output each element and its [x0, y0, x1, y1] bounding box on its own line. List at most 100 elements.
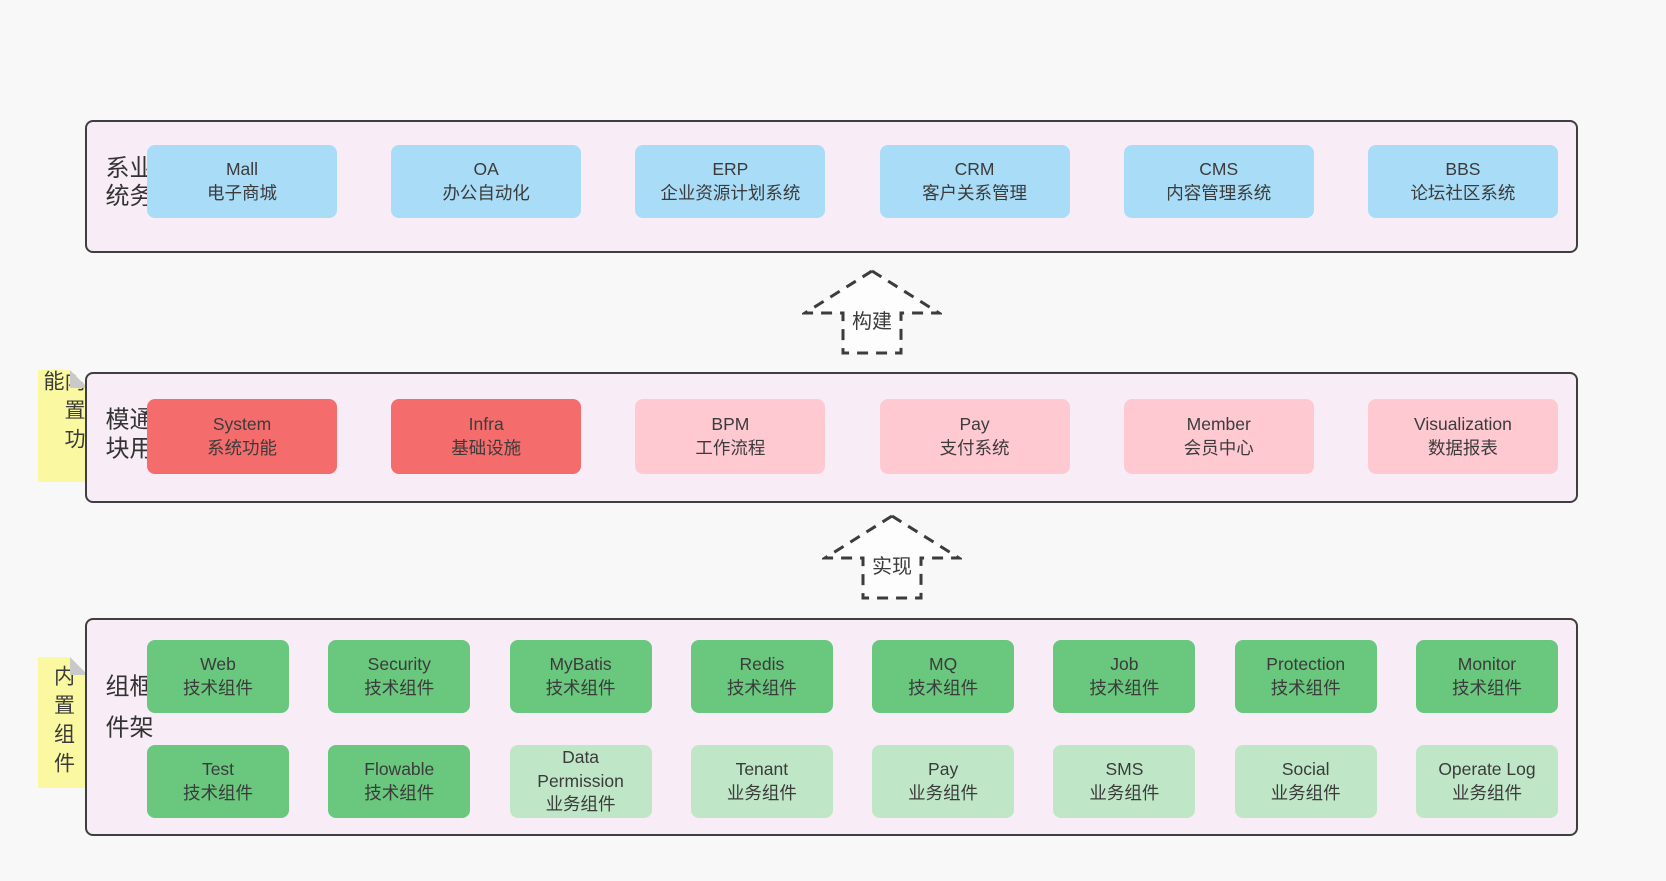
module-subtitle: 工作流程 — [695, 437, 766, 458]
module-box: Infra 基础设施 — [391, 399, 582, 474]
module-subtitle: 系统功能 — [207, 437, 277, 458]
module-subtitle: 业务组件 — [908, 782, 979, 803]
business-systems-row: Mall 电子商城 OA 办公自动化 ERP 企业资源计划系统 CRM 客户关系… — [147, 145, 1558, 218]
module-subtitle: 内容管理系统 — [1166, 182, 1272, 203]
module-name: Member — [1186, 413, 1251, 434]
module-name: Pay — [928, 758, 959, 779]
module-subtitle: 电子商城 — [207, 182, 277, 203]
module-subtitle: 技术组件 — [1089, 677, 1160, 698]
arrow-label: 实现 — [872, 555, 912, 578]
sticky-note-builtin-features: 内置功能 — [38, 370, 88, 482]
module-name: SMS — [1105, 758, 1144, 779]
module-name: Web — [200, 653, 236, 674]
module-box: MQ 技术组件 — [872, 640, 1015, 713]
module-name: Tenant — [735, 758, 789, 779]
module-name: ERP — [712, 158, 749, 179]
module-box: Web 技术组件 — [147, 640, 289, 713]
module-box: Protection 技术组件 — [1234, 640, 1377, 713]
panel-title-vertical: 业务系统 — [101, 154, 152, 211]
panel-title-vertical: 通用模块 — [101, 405, 152, 464]
arrow-label-bg — [846, 306, 898, 334]
module-subtitle: 论坛社区系统 — [1410, 182, 1516, 203]
module-box: Pay 支付系统 — [879, 399, 1070, 474]
module-box: Pay 业务组件 — [872, 745, 1015, 818]
implement-arrow: 实现 — [822, 514, 962, 600]
module-box: MyBatis 技术组件 — [509, 640, 652, 713]
module-subtitle: 业务组件 — [1451, 782, 1522, 803]
module-subtitle: 技术组件 — [183, 677, 253, 698]
module-name: Mall — [225, 158, 259, 179]
module-subtitle: 企业资源计划系统 — [660, 182, 801, 203]
module-subtitle: 基础设施 — [451, 437, 522, 458]
module-subtitle: 支付系统 — [939, 437, 1010, 458]
module-name: Operate Log — [1438, 758, 1536, 779]
arrow-label-bg — [866, 551, 918, 579]
module-name: BBS — [1445, 158, 1481, 179]
module-box: CMS 内容管理系统 — [1123, 145, 1314, 218]
module-name: Social — [1281, 758, 1330, 779]
module-subtitle: 办公自动化 — [442, 182, 530, 203]
module-box: Monitor 技术组件 — [1415, 640, 1558, 713]
module-box: ERP 企业资源计划系统 — [635, 145, 826, 218]
module-name: Flowable — [364, 758, 435, 779]
module-subtitle: 技术组件 — [364, 782, 435, 803]
module-box: Visualization 数据报表 — [1367, 399, 1558, 474]
module-subtitle: 技术组件 — [726, 677, 797, 698]
module-subtitle: 技术组件 — [545, 677, 616, 698]
module-box: BPM 工作流程 — [635, 399, 826, 474]
sticky-note-builtin-components: 内置组件 — [38, 657, 88, 788]
module-subtitle: 客户关系管理 — [922, 182, 1028, 203]
module-box: Redis 技术组件 — [690, 640, 833, 713]
framework-components-panel: 框架组件 Web 技术组件 Security 技术组件 MyBatis 技术组件… — [85, 618, 1578, 836]
module-name: Security — [367, 653, 431, 674]
business-systems-panel: 业务系统 Mall 电子商城 OA 办公自动化 ERP 企业资源计划系统 CRM… — [85, 120, 1578, 253]
module-box: Security 技术组件 — [328, 640, 471, 713]
module-subtitle: 技术组件 — [1451, 677, 1522, 698]
module-name: System — [212, 413, 272, 434]
module-box: Tenant 业务组件 — [690, 745, 833, 818]
common-modules-row: System 系统功能 Infra 基础设施 BPM 工作流程 Pay 支付系统… — [147, 399, 1558, 474]
module-subtitle: 数据报表 — [1427, 437, 1498, 458]
module-name: Monitor — [1457, 653, 1517, 674]
framework-components-row-1: Web 技术组件 Security 技术组件 MyBatis 技术组件 Redi… — [147, 640, 1558, 713]
module-name: Visualization — [1413, 413, 1512, 434]
sticky-note-label: 内置组件 — [51, 664, 75, 781]
module-name: Infra — [468, 413, 504, 434]
module-box: System 系统功能 — [147, 399, 337, 474]
module-subtitle: 业务组件 — [1270, 782, 1341, 803]
module-box: Operate Log 业务组件 — [1415, 745, 1558, 818]
build-arrow: 构建 — [802, 269, 942, 355]
module-box: Social 业务组件 — [1234, 745, 1377, 818]
module-box: Member 会员中心 — [1123, 399, 1314, 474]
arrow-label: 构建 — [852, 310, 892, 333]
module-name: MQ — [929, 653, 958, 674]
module-box: Mall 电子商城 — [147, 145, 337, 218]
module-name: CRM — [954, 158, 995, 179]
module-subtitle: 技术组件 — [1270, 677, 1341, 698]
module-box: SMS 业务组件 — [1053, 745, 1196, 818]
module-name: BPM — [711, 413, 750, 434]
module-name: Pay — [959, 413, 990, 434]
common-modules-panel: 通用模块 System 系统功能 Infra 基础设施 BPM 工作流程 Pay… — [85, 372, 1578, 503]
module-subtitle: 业务组件 — [1089, 782, 1160, 803]
module-box: Flowable 技术组件 — [328, 745, 471, 818]
module-name: OA — [473, 158, 499, 179]
module-name: CMS — [1199, 158, 1239, 179]
module-name: Test — [201, 758, 235, 779]
module-box: CRM 客户关系管理 — [879, 145, 1070, 218]
module-subtitle: 业务组件 — [726, 782, 797, 803]
panel-title-vertical: 框架组件 — [101, 673, 152, 756]
module-name: Job — [1110, 653, 1139, 674]
framework-components-row-2: Test 技术组件 Flowable 技术组件 Data Permission … — [147, 745, 1558, 818]
module-box: Job 技术组件 — [1053, 640, 1196, 713]
module-box: OA 办公自动化 — [391, 145, 582, 218]
module-box: Test 技术组件 — [147, 745, 289, 818]
module-name: MyBatis — [549, 653, 612, 674]
module-name: Protection — [1266, 653, 1346, 674]
sticky-note-label: 内置功能 — [41, 370, 85, 457]
module-name: Redis — [739, 653, 785, 674]
module-subtitle: 技术组件 — [908, 677, 979, 698]
module-subtitle: 技术组件 — [183, 782, 253, 803]
module-name: Data Permission — [537, 747, 624, 791]
